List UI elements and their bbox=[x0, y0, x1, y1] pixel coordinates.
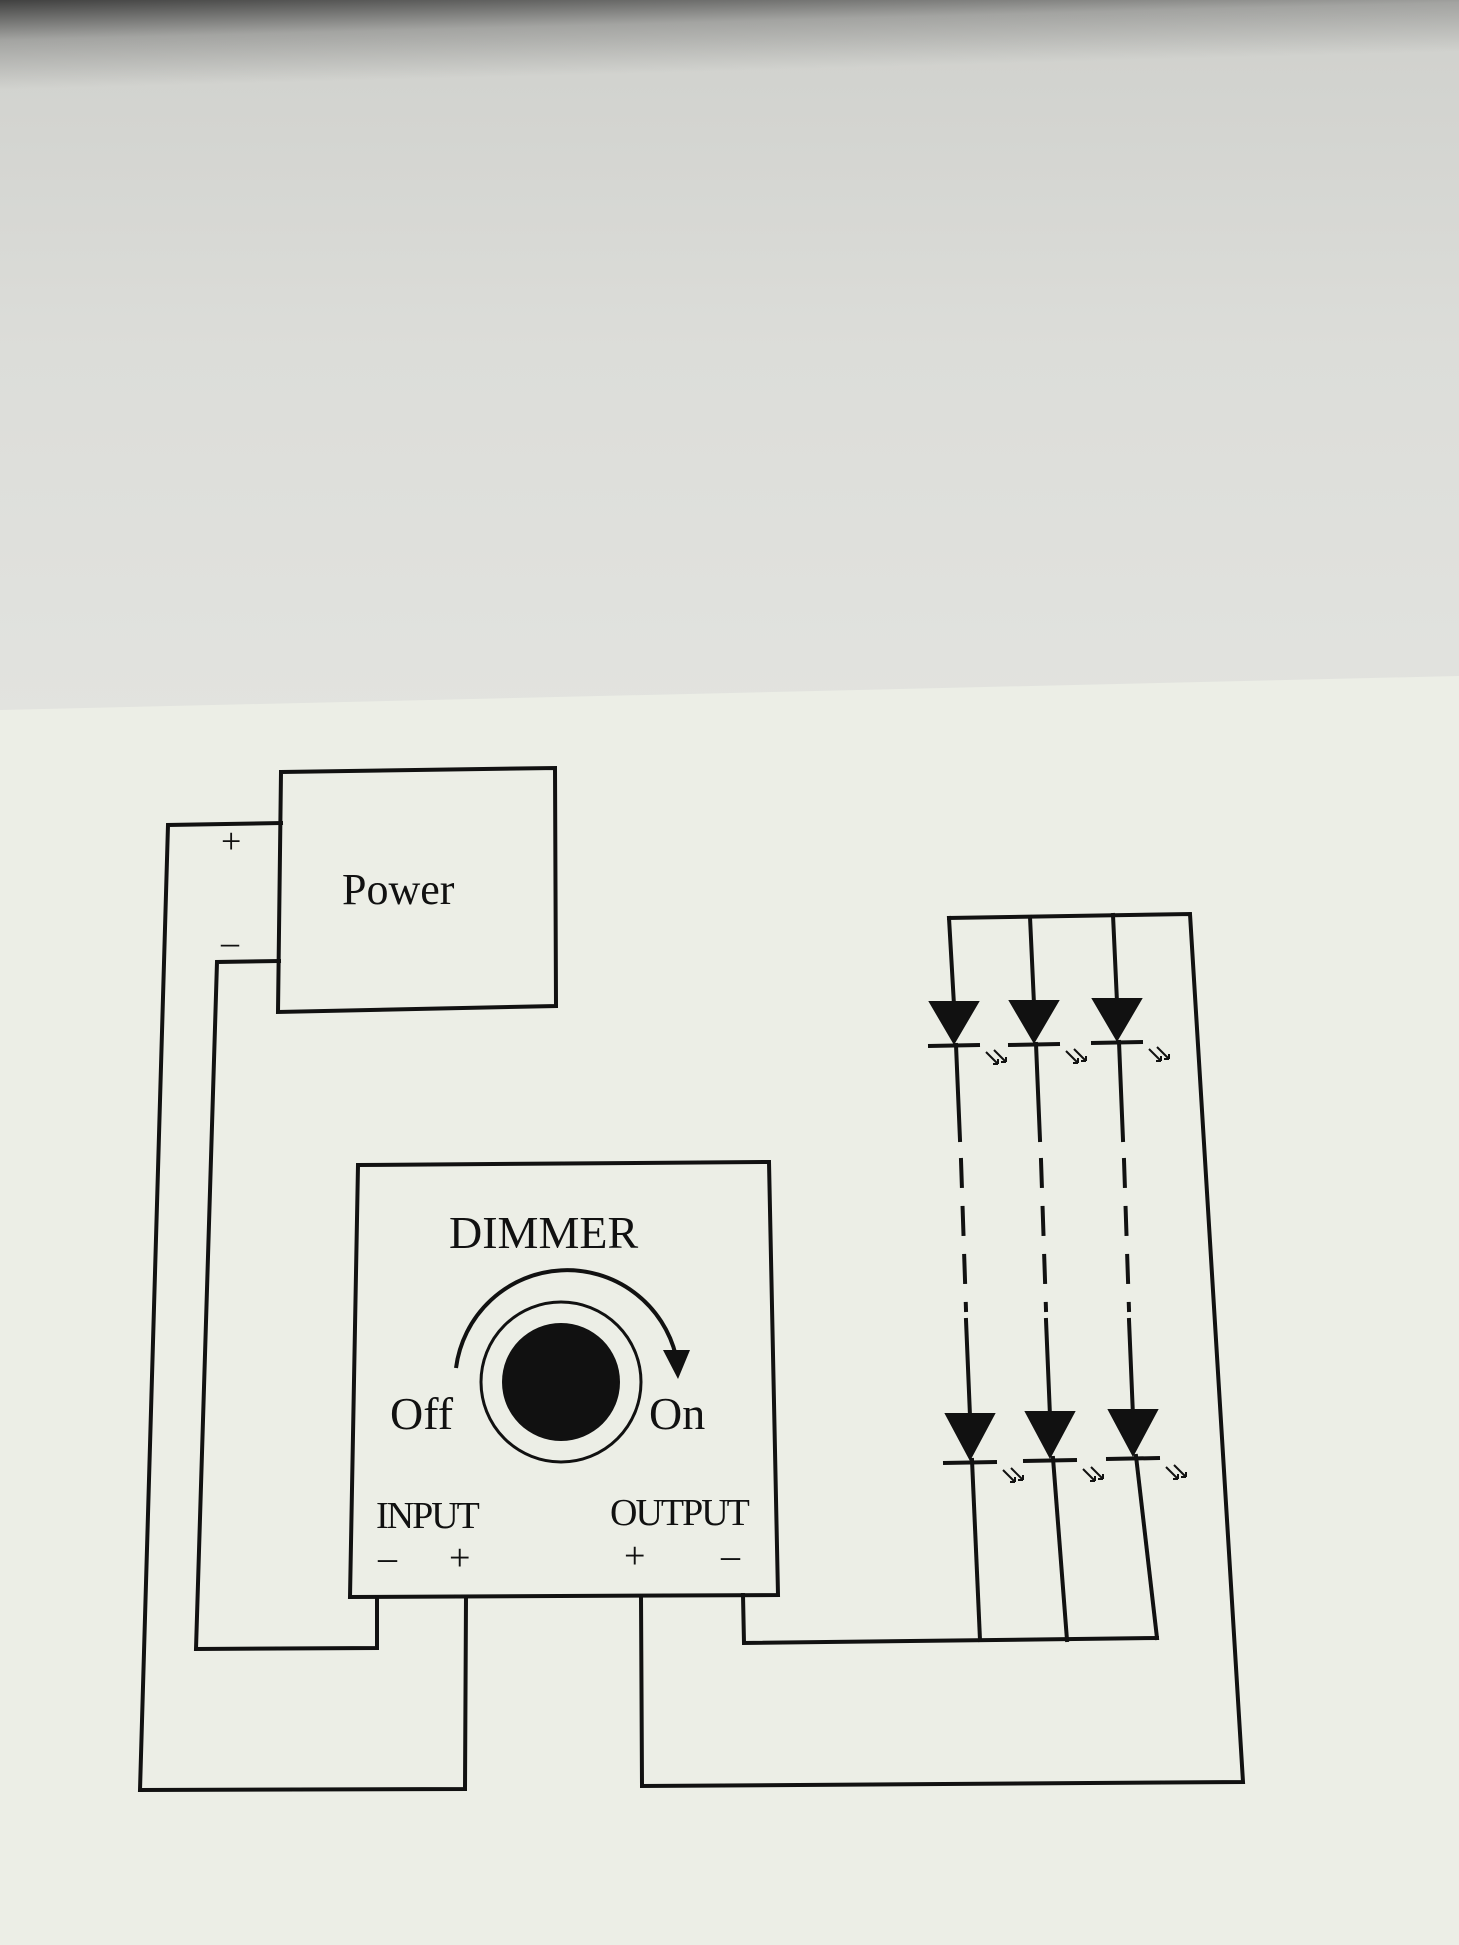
wire-power-plus bbox=[137, 820, 469, 1793]
output-plus-sign: + bbox=[624, 1535, 645, 1577]
output-minus-sign: – bbox=[720, 1535, 741, 1577]
led-col2-low-wire bbox=[1043, 1317, 1053, 1419]
led-col2-bottom-wire bbox=[1050, 1455, 1070, 1643]
led-col1-low-wire bbox=[963, 1317, 973, 1419]
led-col3-top-wire bbox=[1110, 912, 1120, 1005]
led-diode-icon bbox=[942, 1413, 998, 1465]
led-diode-icon bbox=[927, 1001, 981, 1048]
led-col2-mid-wire bbox=[1033, 1041, 1043, 1143]
knob-ring[interactable] bbox=[479, 1300, 643, 1464]
on-label: On bbox=[649, 1388, 705, 1439]
wire-power-minus bbox=[193, 958, 379, 1652]
input-label: INPUT bbox=[376, 1495, 480, 1537]
power-box bbox=[275, 765, 559, 1015]
led-diode-icon bbox=[1105, 1409, 1161, 1461]
wire-output-minus bbox=[740, 1592, 1160, 1646]
led-row-bottom bbox=[942, 1409, 1161, 1465]
input-minus-sign: – bbox=[377, 1537, 398, 1579]
output-label: OUTPUT bbox=[610, 1492, 750, 1534]
led-col1-top-wire bbox=[946, 915, 957, 1008]
led-diode-icon bbox=[1022, 1411, 1078, 1463]
light-emission-marks bbox=[985, 1046, 1187, 1483]
led-diode-icon bbox=[1007, 1000, 1061, 1047]
led-diode-icon bbox=[1090, 998, 1144, 1045]
off-label: Off bbox=[390, 1388, 454, 1439]
dimmer-title: DIMMER bbox=[449, 1207, 638, 1258]
rotation-arrowhead-icon bbox=[663, 1350, 690, 1379]
input-plus-sign: + bbox=[449, 1537, 470, 1579]
led-column-breaks bbox=[958, 1157, 1132, 1313]
led-row-top bbox=[927, 998, 1144, 1048]
rotation-arrow bbox=[454, 1268, 678, 1369]
led-col3-low-wire bbox=[1126, 1317, 1136, 1419]
led-col2-top-wire bbox=[1027, 914, 1037, 1007]
power-minus-sign: – bbox=[220, 922, 240, 962]
led-col3-bottom-wire bbox=[1133, 1453, 1160, 1641]
knob[interactable] bbox=[502, 1323, 620, 1441]
led-col1-bottom-wire bbox=[969, 1457, 983, 1643]
power-plus-sign: + bbox=[221, 821, 241, 861]
led-col3-mid-wire bbox=[1116, 1039, 1126, 1143]
wire-output-plus bbox=[638, 911, 1246, 1789]
led-col1-mid-wire bbox=[953, 1042, 963, 1143]
power-label: Power bbox=[342, 865, 455, 914]
